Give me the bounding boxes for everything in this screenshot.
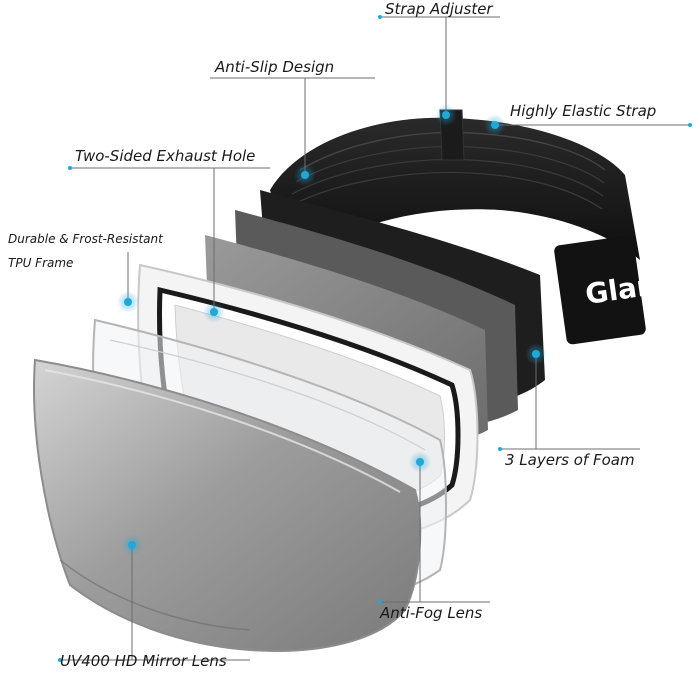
label-uv400-hd-mirror-lens: UV400 HD Mirror Lens [60, 652, 227, 670]
callout-dot-elastic-strap [484, 114, 506, 136]
callout-leader-lines [60, 16, 690, 661]
strap-brand-clip: Glan [554, 235, 659, 345]
label-two-sided-exhaust-hole: Two-Sided Exhaust Hole [75, 147, 256, 165]
label-tpu-frame-line2: TPU Frame [8, 256, 74, 270]
label-tpu-frame-line1: Durable & Frost-Resistant [8, 232, 163, 246]
callout-dot-anti-fog-lens [409, 451, 431, 473]
callout-dot-tpu-frame [117, 291, 139, 313]
uv400-mirror-lens [33, 358, 422, 652]
callout-dot-anti-slip [294, 164, 316, 186]
label-anti-slip-design: Anti-Slip Design [215, 58, 335, 76]
label-highly-elastic-strap: Highly Elastic Strap [510, 102, 657, 120]
label-3-layers-of-foam: 3 Layers of Foam [505, 451, 635, 469]
label-anti-fog-lens: Anti-Fog Lens [380, 604, 483, 622]
callout-dot-exhaust-hole [203, 301, 225, 323]
callout-dot-strap-adjuster [435, 104, 457, 126]
callout-dot-foam-layers [525, 343, 547, 365]
label-strap-adjuster: Strap Adjuster [385, 0, 493, 18]
leader-end-dots [58, 15, 692, 662]
callout-dot-mirror-lens [121, 534, 143, 556]
